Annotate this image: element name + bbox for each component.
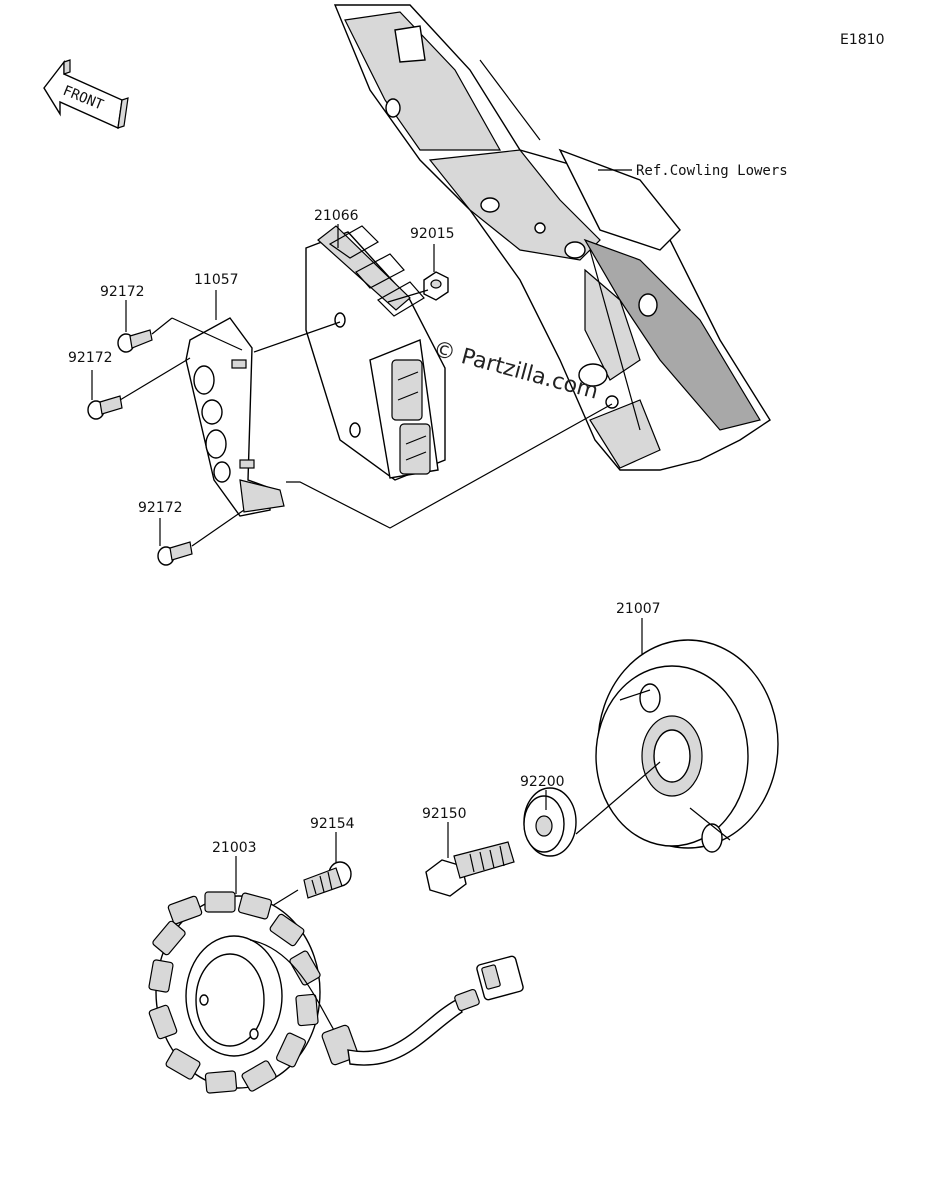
part-label-21066: 21066	[314, 208, 359, 224]
part-label-21007: 21007	[616, 601, 661, 617]
nut-92015	[423, 271, 449, 301]
part-label-92015: 92015	[410, 226, 455, 242]
part-label-92154: 92154	[310, 816, 355, 832]
part-label-92172-b: 92172	[68, 350, 113, 366]
stator-21003	[148, 891, 524, 1094]
part-label-92172-c: 92172	[138, 500, 183, 516]
part-label-21003: 21003	[212, 840, 257, 856]
regulator-rectifier	[305, 225, 446, 481]
cowling-frame	[333, 4, 771, 471]
washer-92200	[523, 787, 577, 857]
bolt-92154	[303, 861, 352, 899]
bracket-11057	[185, 317, 285, 517]
part-label-92172-a: 92172	[100, 284, 145, 300]
front-arrow-icon: FRONT	[43, 59, 129, 130]
bolt-92172-a	[117, 329, 153, 353]
part-label-11057: 11057	[194, 272, 239, 288]
rotor-21007	[595, 639, 779, 853]
bolt-92172-c	[157, 541, 193, 566]
part-label-92200: 92200	[520, 774, 565, 790]
part-label-92150: 92150	[422, 806, 467, 822]
diagram-code: E1810	[840, 32, 884, 48]
reference-note: Ref.Cowling Lowers	[636, 163, 788, 179]
bolt-92172-b	[87, 395, 123, 420]
bolt-92150	[425, 841, 515, 897]
